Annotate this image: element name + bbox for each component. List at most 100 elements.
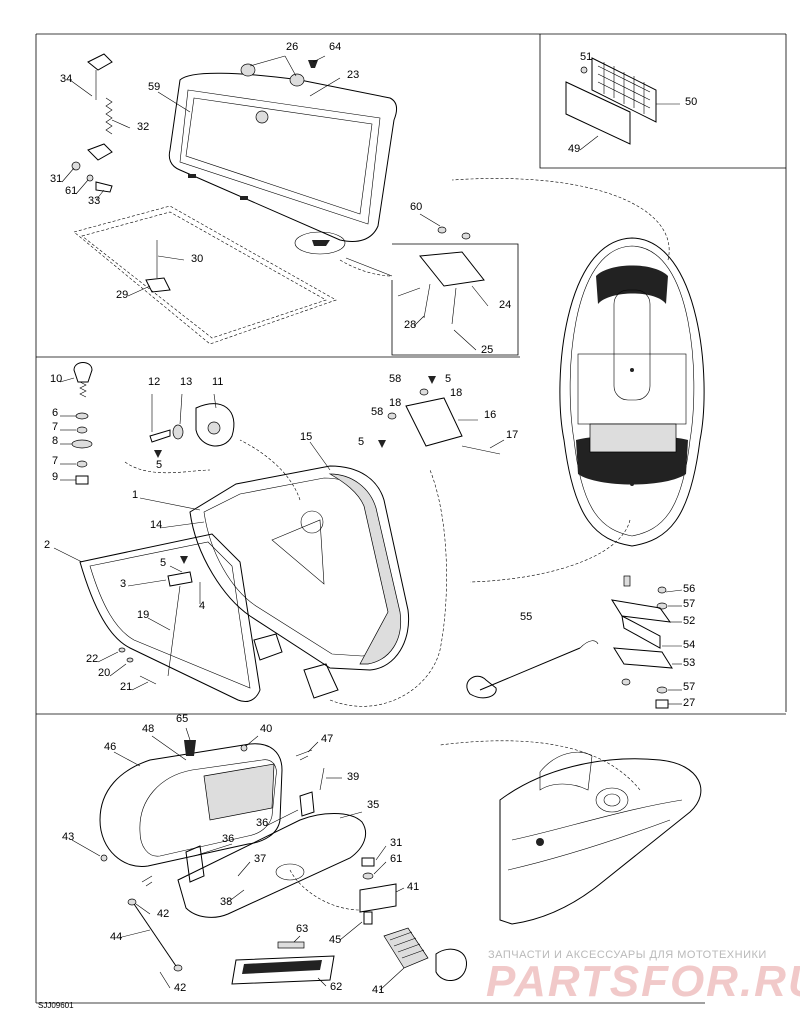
drawing-code: SJJ09601 — [38, 1001, 74, 1010]
callout-c60: 60 — [410, 201, 422, 213]
hinge-plate — [378, 376, 505, 455]
callout-c61a: 61 — [65, 185, 77, 197]
callout-c52: 52 — [683, 615, 695, 627]
callout-c9: 9 — [52, 471, 58, 483]
callout-c39: 39 — [347, 771, 359, 783]
callout-c31a: 31 — [50, 173, 62, 185]
callout-c58b: 58 — [371, 406, 383, 418]
callout-c54: 54 — [683, 639, 695, 651]
console-latch — [339, 845, 405, 941]
callout-c13: 13 — [180, 376, 192, 388]
leaders-upper-left — [61, 77, 341, 297]
callout-c63: 63 — [296, 923, 308, 935]
callout-c65: 65 — [176, 713, 188, 725]
lid-strut — [117, 875, 183, 989]
callout-c10: 10 — [50, 373, 62, 385]
callout-c42a: 42 — [157, 908, 169, 920]
callout-c49: 49 — [568, 143, 580, 155]
door-strap — [127, 556, 201, 677]
latch-knob — [379, 927, 467, 991]
seal-hardware — [97, 647, 157, 691]
callout-c32: 32 — [137, 121, 149, 133]
callout-c5c: 5 — [156, 459, 162, 471]
craft-side-view — [499, 751, 702, 925]
callout-c38: 38 — [220, 896, 232, 908]
section-frames — [35, 33, 787, 1004]
door-seal — [53, 533, 261, 703]
watermark: ЗАПЧАСТИ И АКСЕССУАРЫ ДЛЯ МОТОТЕХНИКИ PA… — [486, 949, 800, 1006]
callout-c23: 23 — [347, 69, 359, 81]
decals — [231, 935, 335, 987]
lid-spring-assembly — [71, 53, 113, 193]
callout-c34: 34 — [60, 73, 72, 85]
callout-c25: 25 — [481, 344, 493, 356]
callout-c19: 19 — [137, 609, 149, 621]
callout-c16: 16 — [484, 409, 496, 421]
callout-c46: 46 — [104, 741, 116, 753]
callout-c12: 12 — [148, 376, 160, 388]
callout-c29: 29 — [116, 289, 128, 301]
tray-lid — [177, 791, 366, 918]
watermark-logo: PARTSFOR.RU — [486, 957, 800, 1006]
callout-c2: 2 — [44, 539, 50, 551]
callout-c14: 14 — [150, 519, 162, 531]
craft-top-view — [559, 237, 705, 547]
release-cable — [466, 640, 599, 699]
callout-c51: 51 — [580, 51, 592, 63]
callout-c40: 40 — [260, 723, 272, 735]
callout-c45: 45 — [329, 934, 341, 946]
callout-c30: 30 — [191, 253, 203, 265]
storage-lid-window — [168, 72, 398, 255]
callout-c47: 47 — [321, 733, 333, 745]
latch-cam — [149, 393, 235, 458]
callout-c48: 48 — [142, 723, 154, 735]
callout-c53: 53 — [683, 657, 695, 669]
callout-c61b: 61 — [390, 853, 402, 865]
callout-c18b: 18 — [389, 397, 401, 409]
callout-c57a: 57 — [683, 598, 695, 610]
watermark-tagline: ЗАПЧАСТИ И АКСЕССУАРЫ ДЛЯ МОТОТЕХНИКИ — [488, 949, 767, 961]
callout-c20: 20 — [98, 667, 110, 679]
callout-c11: 11 — [212, 376, 223, 388]
callout-c7b: 7 — [52, 455, 58, 467]
reference-arrows — [124, 178, 670, 911]
bolt-stack — [59, 362, 93, 485]
mesh-panel — [565, 57, 680, 151]
glovebox-door — [139, 441, 410, 671]
callout-c7a: 7 — [52, 421, 58, 433]
callout-c5b: 5 — [358, 436, 364, 448]
bumper-stack — [610, 575, 683, 709]
callout-c22: 22 — [86, 653, 98, 665]
callout-c24: 24 — [499, 299, 511, 311]
console-fasteners — [295, 741, 342, 791]
callout-c28: 28 — [404, 319, 416, 331]
callout-c42b: 42 — [174, 982, 186, 994]
callout-c58a: 58 — [389, 373, 401, 385]
callout-c59: 59 — [148, 81, 160, 93]
callout-c15: 15 — [300, 431, 312, 443]
callout-c33: 33 — [88, 195, 100, 207]
callout-c55: 55 — [520, 611, 532, 623]
callout-c31b: 31 — [390, 837, 402, 849]
callout-c27: 27 — [683, 697, 695, 709]
callout-c21: 21 — [120, 681, 132, 693]
door-hinges — [253, 633, 339, 699]
callout-c37: 37 — [254, 853, 266, 865]
callout-c41b: 41 — [372, 984, 384, 996]
lid-knobs — [240, 55, 326, 87]
callout-c56: 56 — [683, 583, 695, 595]
callout-c17: 17 — [506, 429, 518, 441]
storage-tray — [73, 205, 337, 345]
callout-c62: 62 — [330, 981, 342, 993]
console-cover — [71, 727, 283, 867]
callout-c3: 3 — [120, 578, 126, 590]
callout-c36a: 36 — [256, 817, 268, 829]
callout-c64: 64 — [329, 41, 341, 53]
callout-c8: 8 — [52, 435, 58, 447]
callout-c26: 26 — [286, 41, 298, 53]
callout-c1: 1 — [132, 489, 138, 501]
callout-c18a: 18 — [450, 387, 462, 399]
callout-c57b: 57 — [683, 681, 695, 693]
